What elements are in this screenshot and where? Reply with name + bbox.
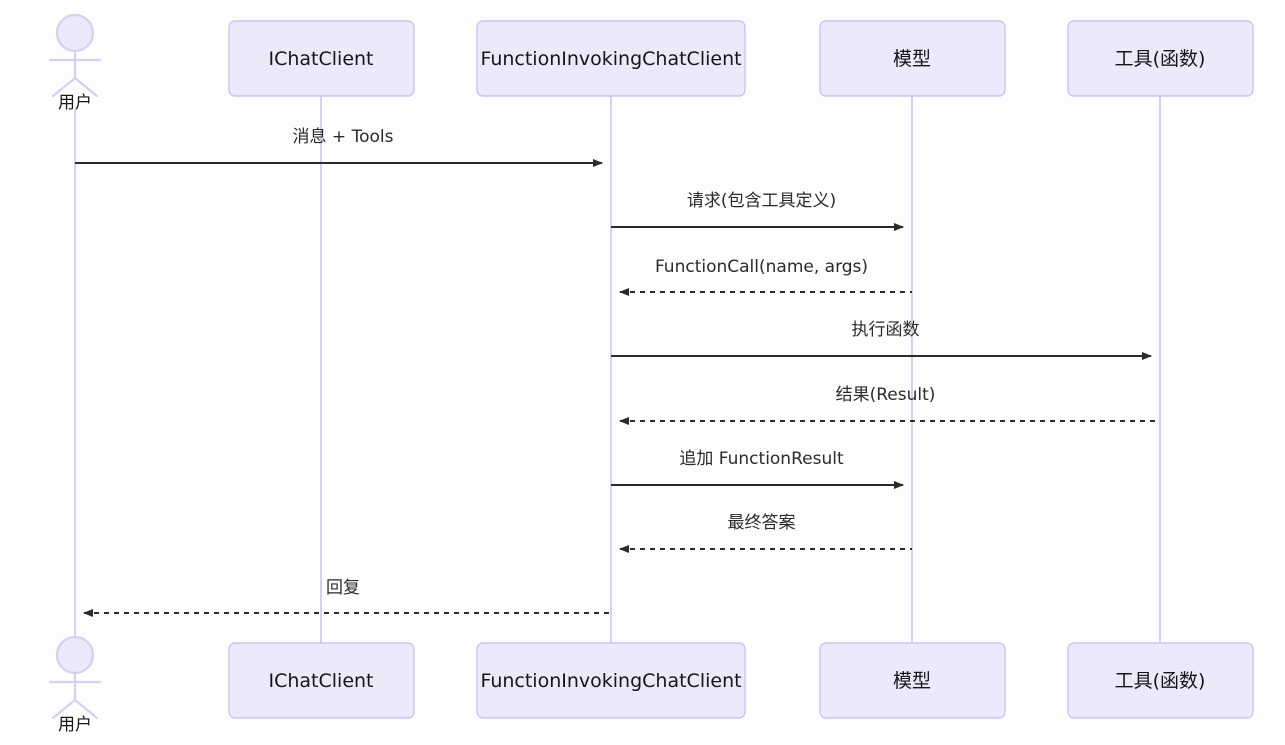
message-label-0: 消息 + Tools <box>293 127 394 147</box>
participant-box-model-bottom[interactable]: 模型 <box>819 642 1006 719</box>
participant-box-rect[interactable] <box>819 642 1006 719</box>
message-0: 消息 + Tools <box>75 127 603 167</box>
message-4: 结果(Result) <box>619 385 1160 425</box>
actor-head-icon <box>55 13 95 53</box>
messages-layer: 消息 + Tools 请求(包含工具定义) FunctionCall(name, a… <box>75 127 1160 617</box>
actor-user-top: 用户 <box>48 13 102 113</box>
participant-box-rect[interactable] <box>1067 20 1254 97</box>
actor-head-icon <box>55 635 95 675</box>
participant-box-rect[interactable] <box>819 20 1006 97</box>
participant-box-model-top[interactable]: 模型 <box>819 20 1006 97</box>
participant-label-tool: 工具(函数) <box>1115 670 1206 692</box>
participant-box-ichat-bottom[interactable]: IChatClient <box>228 642 415 719</box>
participant-box-rect[interactable] <box>1067 642 1254 719</box>
participant-box-rect[interactable] <box>476 20 746 97</box>
participant-header-layer: 用户 IChatClient FunctionInvokingChatClient 模… <box>48 13 1254 113</box>
lifelines-layer <box>74 96 1161 643</box>
participant-label-model: 模型 <box>893 48 931 70</box>
message-label-2: FunctionCall(name, args) <box>655 257 868 277</box>
message-3: 执行函数 <box>611 320 1152 360</box>
participant-box-ficc-top[interactable]: FunctionInvokingChatClient <box>476 20 746 97</box>
message-label-3: 执行函数 <box>852 320 920 340</box>
participant-label-ficc: FunctionInvokingChatClient <box>480 670 741 692</box>
actor-user-bottom: 用户 <box>48 635 102 735</box>
actor-legs <box>51 698 99 720</box>
participant-box-ficc-bottom[interactable]: FunctionInvokingChatClient <box>476 642 746 719</box>
message-label-7: 回复 <box>326 578 360 598</box>
message-label-5: 追加 FunctionResult <box>679 449 844 469</box>
participant-label-ichat: IChatClient <box>268 48 373 70</box>
participant-label-ficc: FunctionInvokingChatClient <box>480 48 741 70</box>
actor-label-user: 用户 <box>58 715 92 735</box>
participant-box-ichat-top[interactable]: IChatClient <box>228 20 415 97</box>
participant-box-tool-top[interactable]: 工具(函数) <box>1067 20 1254 97</box>
participant-label-ichat: IChatClient <box>268 670 373 692</box>
participant-box-rect[interactable] <box>228 20 415 97</box>
participant-box-tool-bottom[interactable]: 工具(函数) <box>1067 642 1254 719</box>
actor-legs <box>51 76 99 98</box>
message-2: FunctionCall(name, args) <box>619 257 912 296</box>
message-7: 回复 <box>83 578 611 617</box>
participant-footer-layer: 用户 IChatClient FunctionInvokingChatClient 模… <box>48 635 1254 735</box>
participant-label-tool: 工具(函数) <box>1115 48 1206 70</box>
participant-label-model: 模型 <box>893 670 931 692</box>
message-label-1: 请求(包含工具定义) <box>687 191 836 211</box>
message-label-4: 结果(Result) <box>836 385 936 405</box>
participant-box-rect[interactable] <box>228 642 415 719</box>
actor-label-user: 用户 <box>58 93 92 113</box>
message-1: 请求(包含工具定义) <box>611 191 904 231</box>
participant-box-rect[interactable] <box>476 642 746 719</box>
message-5: 追加 FunctionResult <box>611 449 904 489</box>
message-6: 最终答案 <box>619 513 912 553</box>
message-label-6: 最终答案 <box>728 513 796 533</box>
